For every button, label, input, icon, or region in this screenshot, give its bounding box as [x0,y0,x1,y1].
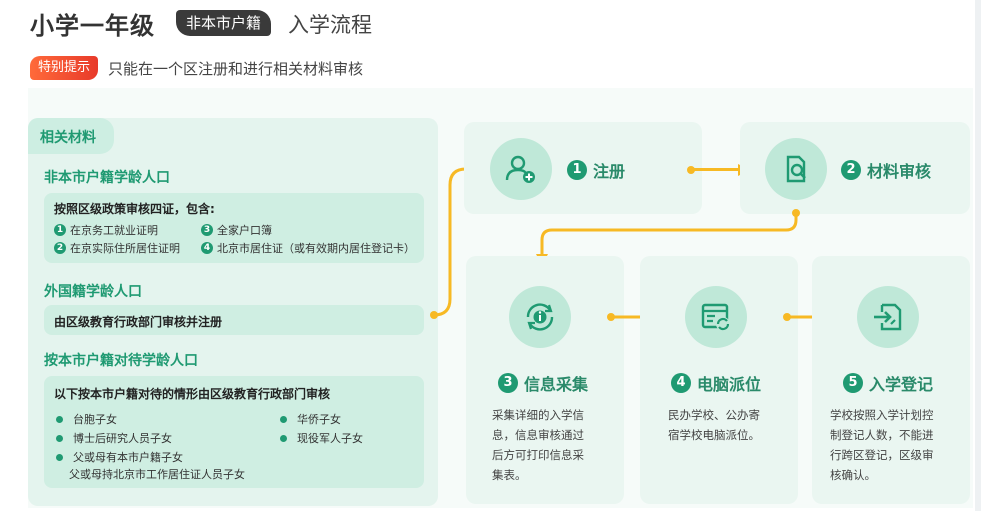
bullet-icon [56,415,63,423]
right-edge-strip [975,0,981,511]
number-badge: 4 [201,242,213,254]
list-item: 2 在京实际住所居住证明 [54,240,180,256]
list-item-text: 台胞子女 [73,413,117,426]
list-item: 父或母有本市户籍子女 [56,449,183,465]
step-allocation-description: 民办学校、公办寄 宿学校电脑派位。 [668,405,788,445]
description-line: 民办学校、公办寄 [668,408,760,422]
description-line: 核确认。 [830,468,876,482]
bullet-icon [56,453,63,461]
section-foreign-text: 由区级教育行政部门审核并注册 [54,315,223,329]
step-register-icon-circle [490,138,552,200]
description-line: 息，信息审核通过 [492,428,584,442]
description-line: 后方可打印信息采 [492,448,584,462]
bullet-icon [280,415,287,423]
page-title: 小学一年级 [30,12,155,40]
list-item-text: 全家户口簿 [217,224,272,237]
bullet-icon [280,434,287,442]
step-collection-label: 3 信息采集 [498,371,588,395]
step-number-badge: 1 [567,160,587,180]
number-badge: 1 [54,224,66,236]
description-line: 行跨区登记，区级审 [830,448,934,462]
section-nonlocal-title: 非本市户籍学龄人口 [44,170,170,186]
special-tip-badge: 特别提示 [30,56,99,80]
step-register-label: 1 注册 [567,158,625,182]
description-line: 采集详细的入学信 [492,408,584,422]
step-collection-icon-circle [509,286,571,348]
step-collection-description: 采集详细的入学信 息，信息审核通过 后方可打印信息采 集表。 [492,405,616,485]
section-local-equivalent-box-title: 以下按本市户籍对待的情形由区级教育行政部门审核 [54,387,331,401]
step-number-badge: 2 [841,160,861,180]
step-review-label: 2 材料审核 [841,158,931,182]
description-line: 学校按照入学计划控 [830,408,934,422]
step-number-badge: 5 [843,373,863,393]
step-number-badge: 3 [498,373,518,393]
login-document-icon [874,303,902,331]
list-item-text: 父或母有本市户籍子女 [73,451,183,464]
section-nonlocal-box-title: 按照区级政策审核四证，包含: [54,202,215,216]
user-add-icon [505,155,535,183]
step-enrollment-description: 学校按照入学计划控 制登记人数，不能进 行跨区登记，区级审 核确认。 [830,405,954,485]
list-item-text: 现役军人子女 [297,432,363,445]
section-foreign-title: 外国籍学龄人口 [44,284,142,300]
step-title: 信息采集 [524,375,589,394]
description-line: 宿学校电脑派位。 [668,428,760,442]
step-title: 材料审核 [867,162,932,181]
special-tip-text: 只能在一个区注册和进行相关材料审核 [108,60,364,78]
number-badge: 2 [54,242,66,254]
list-item: 台胞子女 [56,411,117,427]
number-badge: 3 [201,224,213,236]
list-item-text: 在京务工就业证明 [70,224,158,237]
step-allocation-icon-circle [685,286,747,348]
page-subtitle: 入学流程 [288,13,372,37]
list-item: 4 北京市居住证（或有效期内居住登记卡） [201,240,415,256]
list-item-text: 华侨子女 [297,413,341,426]
step-title: 电脑派位 [697,375,762,394]
description-line: 制登记人数，不能进 [830,428,934,442]
step-number-badge: 4 [671,373,691,393]
step-title: 注册 [593,162,626,181]
list-item: 1 在京务工就业证明 [54,222,158,238]
list-item-continuation: 父或母持北京市工作居住证人员子女 [69,468,245,481]
section-local-equivalent-box: 以下按本市户籍对待的情形由区级教育行政部门审核 台胞子女 博士后研究人员子女 父… [44,376,424,488]
step-enrollment-icon-circle [857,286,919,348]
section-local-equivalent-title: 按本市户籍对待学龄人口 [44,353,198,369]
residency-tag: 非本市户籍 [176,10,272,36]
list-item-text: 博士后研究人员子女 [73,432,172,445]
list-item: 3 全家户口簿 [201,222,272,238]
step-review-icon-circle [765,138,827,200]
list-item: 博士后研究人员子女 [56,430,172,446]
refresh-info-icon [526,303,554,331]
step-enrollment-label: 5 入学登记 [843,371,933,395]
section-nonlocal-box: 按照区级政策审核四证，包含: 1 在京务工就业证明 3 全家户口簿 2 在京实际… [44,193,424,263]
section-foreign-box: 由区级教育行政部门审核并注册 [44,305,424,335]
step-allocation-label: 4 电脑派位 [671,371,761,395]
bullet-icon [56,434,63,442]
step-title: 入学登记 [869,375,934,394]
list-item-text: 在京实际住所居住证明 [70,242,180,255]
document-search-icon [786,155,806,183]
list-item-text: 北京市居住证（或有效期内居住登记卡） [217,242,415,255]
list-item: 现役军人子女 [280,430,363,446]
description-line: 集表。 [492,468,527,482]
browser-refresh-icon [701,303,730,331]
list-item: 华侨子女 [280,411,341,427]
materials-tab: 相关材料 [28,118,114,154]
arrow-register-to-review [690,168,742,171]
